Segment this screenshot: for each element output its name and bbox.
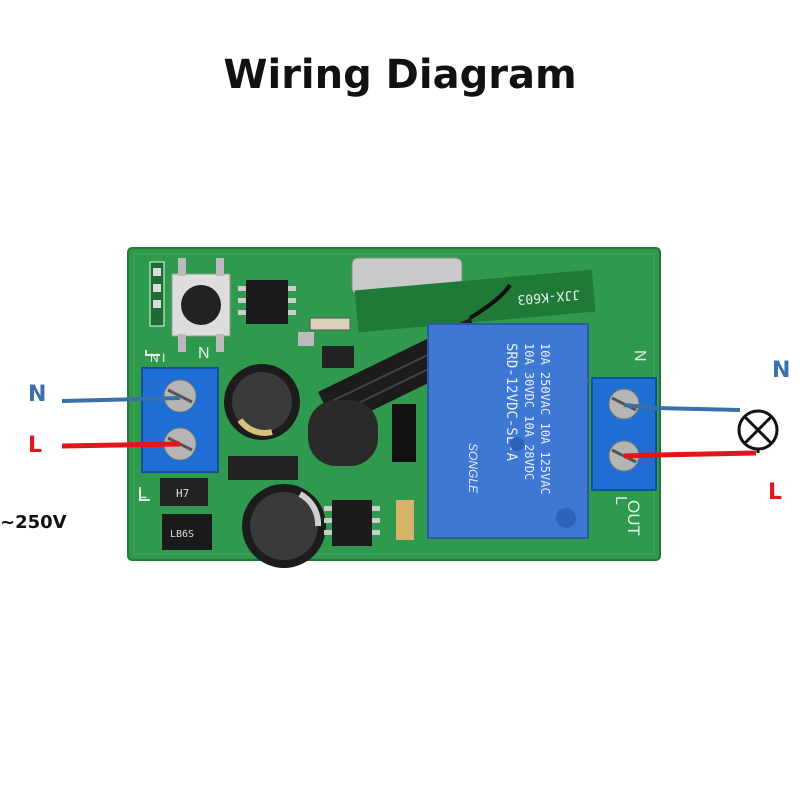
output-terminal-block (591, 377, 657, 491)
header-pins (149, 261, 165, 327)
relay-rating-1: 10A 250VAC 10A 125VAC (538, 343, 552, 495)
diode (309, 317, 351, 331)
output-neutral-label: N (772, 358, 791, 383)
learn-button (171, 258, 231, 352)
relay-brand: SONGLE (466, 443, 480, 494)
output-label: OUT (624, 500, 643, 536)
lamp-icon (737, 409, 779, 451)
ic-chip-top (238, 280, 296, 324)
relay: 10A 250VAC 10A 125VAC 10A 30VDC 10A 28VD… (427, 323, 589, 539)
input-neutral-label: N (28, 382, 47, 407)
output-live-wire (623, 450, 757, 459)
output-live-label: L (768, 480, 783, 505)
input-live-label: L (28, 433, 43, 458)
output-n-mark: N (631, 350, 648, 362)
input-l-mark: L (138, 485, 147, 502)
page-title: Wiring Diagram (223, 52, 577, 98)
input-terminal-block (141, 367, 219, 473)
ic-chip-bottom (324, 500, 380, 546)
input-n-mark: N (198, 345, 210, 362)
rf-module: JJX-K603 (354, 269, 596, 333)
output-l-mark: L (612, 496, 629, 505)
capacitor-1 (224, 364, 300, 440)
input-neutral-wire (61, 396, 181, 403)
input-live-wire (61, 441, 181, 449)
relay-rating-2: 10A 30VDC 10A 28VDC (522, 343, 536, 480)
model-text: JJX-K603 (517, 286, 581, 306)
chip-label: H7 (176, 487, 189, 500)
chip2-label: LB6S (170, 529, 194, 540)
voltage-label: ~250V (0, 512, 67, 533)
output-neutral-wire (623, 403, 741, 412)
relay-model: SRD-12VDC-SL-A (503, 343, 519, 462)
inductor (308, 400, 378, 466)
capacitor-2 (242, 484, 326, 568)
input-marks: N I (150, 351, 165, 365)
